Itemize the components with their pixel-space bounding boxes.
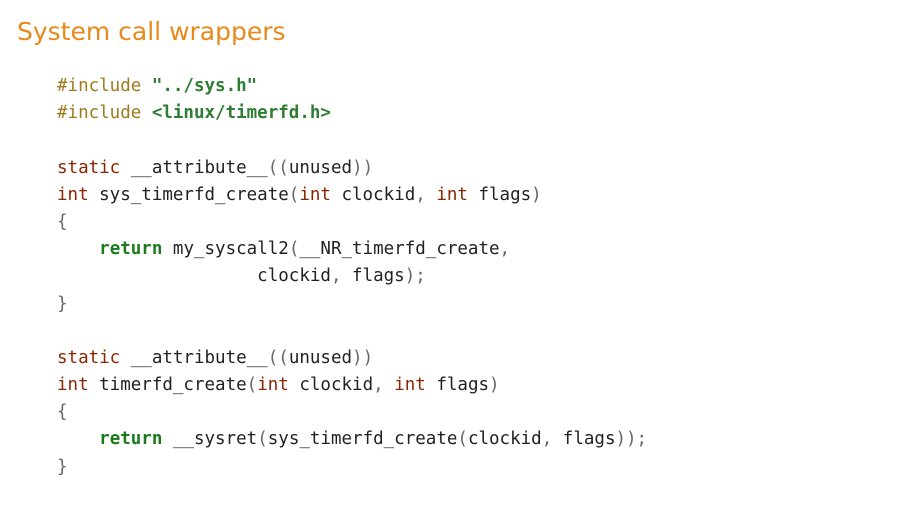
- code-token: clockid: [330, 184, 416, 205]
- code-token: (: [246, 375, 258, 396]
- code-token: <linux/timerfd.h>: [151, 103, 331, 124]
- code-token: static: [57, 347, 121, 368]
- code-token: int: [257, 375, 289, 396]
- code-token: __attribute__: [120, 347, 268, 368]
- code-token: ,: [373, 375, 395, 396]
- code-token: my_syscall2: [162, 239, 289, 260]
- code-token: ,: [330, 266, 353, 287]
- code-token: )): [352, 157, 374, 178]
- code-token: (: [288, 184, 300, 205]
- code-token: clockid: [288, 375, 374, 396]
- code-token: ): [531, 184, 542, 205]
- code-token: clockid: [467, 429, 542, 450]
- code-line: static __attribute__((unused)): [57, 345, 647, 372]
- code-token: "../sys.h": [151, 76, 258, 96]
- code-token: unused: [288, 347, 353, 368]
- code-token: sys_timerfd_create: [88, 184, 289, 205]
- code-token: (: [457, 429, 468, 450]
- code-token: }: [57, 293, 68, 314]
- code-token: (: [257, 429, 268, 450]
- code-line: {: [57, 399, 647, 426]
- code-token: clockid: [57, 266, 331, 287]
- code-token: {: [57, 211, 68, 232]
- code-line: int sys_timerfd_create(int clockid, int …: [57, 182, 647, 209]
- code-block: #include "../sys.h"#include <linux/timer…: [57, 73, 647, 481]
- code-token: ,: [499, 239, 511, 260]
- code-token: [57, 429, 99, 449]
- code-line: clockid, flags);: [57, 263, 647, 290]
- code-line: return __sysret(sys_timerfd_create(clock…: [57, 426, 647, 453]
- code-line: {: [57, 209, 647, 236]
- code-token: flags: [352, 266, 405, 287]
- code-line: }: [57, 291, 647, 318]
- code-line: [57, 318, 647, 345]
- code-line: #include <linux/timerfd.h>: [57, 100, 647, 127]
- code-token: int: [394, 375, 426, 396]
- code-token: int: [299, 184, 331, 205]
- code-token: #include: [57, 103, 152, 124]
- code-token: return: [99, 239, 163, 260]
- code-token: __sysret: [162, 429, 258, 450]
- code-line: int timerfd_create(int clockid, int flag…: [57, 372, 647, 399]
- code-token: return: [99, 429, 163, 450]
- code-token: sys_timerfd_create: [267, 429, 458, 450]
- code-token: }: [57, 456, 68, 477]
- code-token: __NR_timerfd_create: [299, 239, 500, 260]
- code-token: flags: [467, 184, 532, 205]
- code-token: int: [57, 375, 89, 396]
- code-token: ,: [541, 429, 563, 450]
- code-token: unused: [288, 157, 353, 178]
- code-token: int: [57, 184, 89, 205]
- code-token: static: [57, 157, 121, 178]
- code-token: flags: [562, 429, 616, 450]
- code-token: ));: [615, 429, 648, 450]
- code-token: ): [489, 375, 500, 396]
- code-line: static __attribute__((unused)): [57, 155, 647, 182]
- code-line: return my_syscall2(__NR_timerfd_create,: [57, 236, 647, 263]
- code-token: ,: [415, 184, 437, 205]
- code-token: ((: [267, 157, 289, 178]
- code-line: [57, 127, 647, 154]
- code-token: )): [352, 347, 374, 368]
- code-token: #include: [57, 76, 152, 96]
- slide-title: System call wrappers: [17, 17, 286, 46]
- code-token: ((: [267, 347, 289, 368]
- code-token: );: [404, 266, 426, 287]
- code-line: }: [57, 454, 647, 481]
- code-token: {: [57, 402, 68, 423]
- code-token: __attribute__: [120, 157, 268, 178]
- code-token: timerfd_create: [88, 375, 247, 396]
- code-token: (: [288, 239, 300, 260]
- code-token: flags: [425, 375, 490, 396]
- code-token: [57, 239, 99, 259]
- code-line: #include "../sys.h": [57, 73, 647, 100]
- code-token: int: [436, 184, 468, 205]
